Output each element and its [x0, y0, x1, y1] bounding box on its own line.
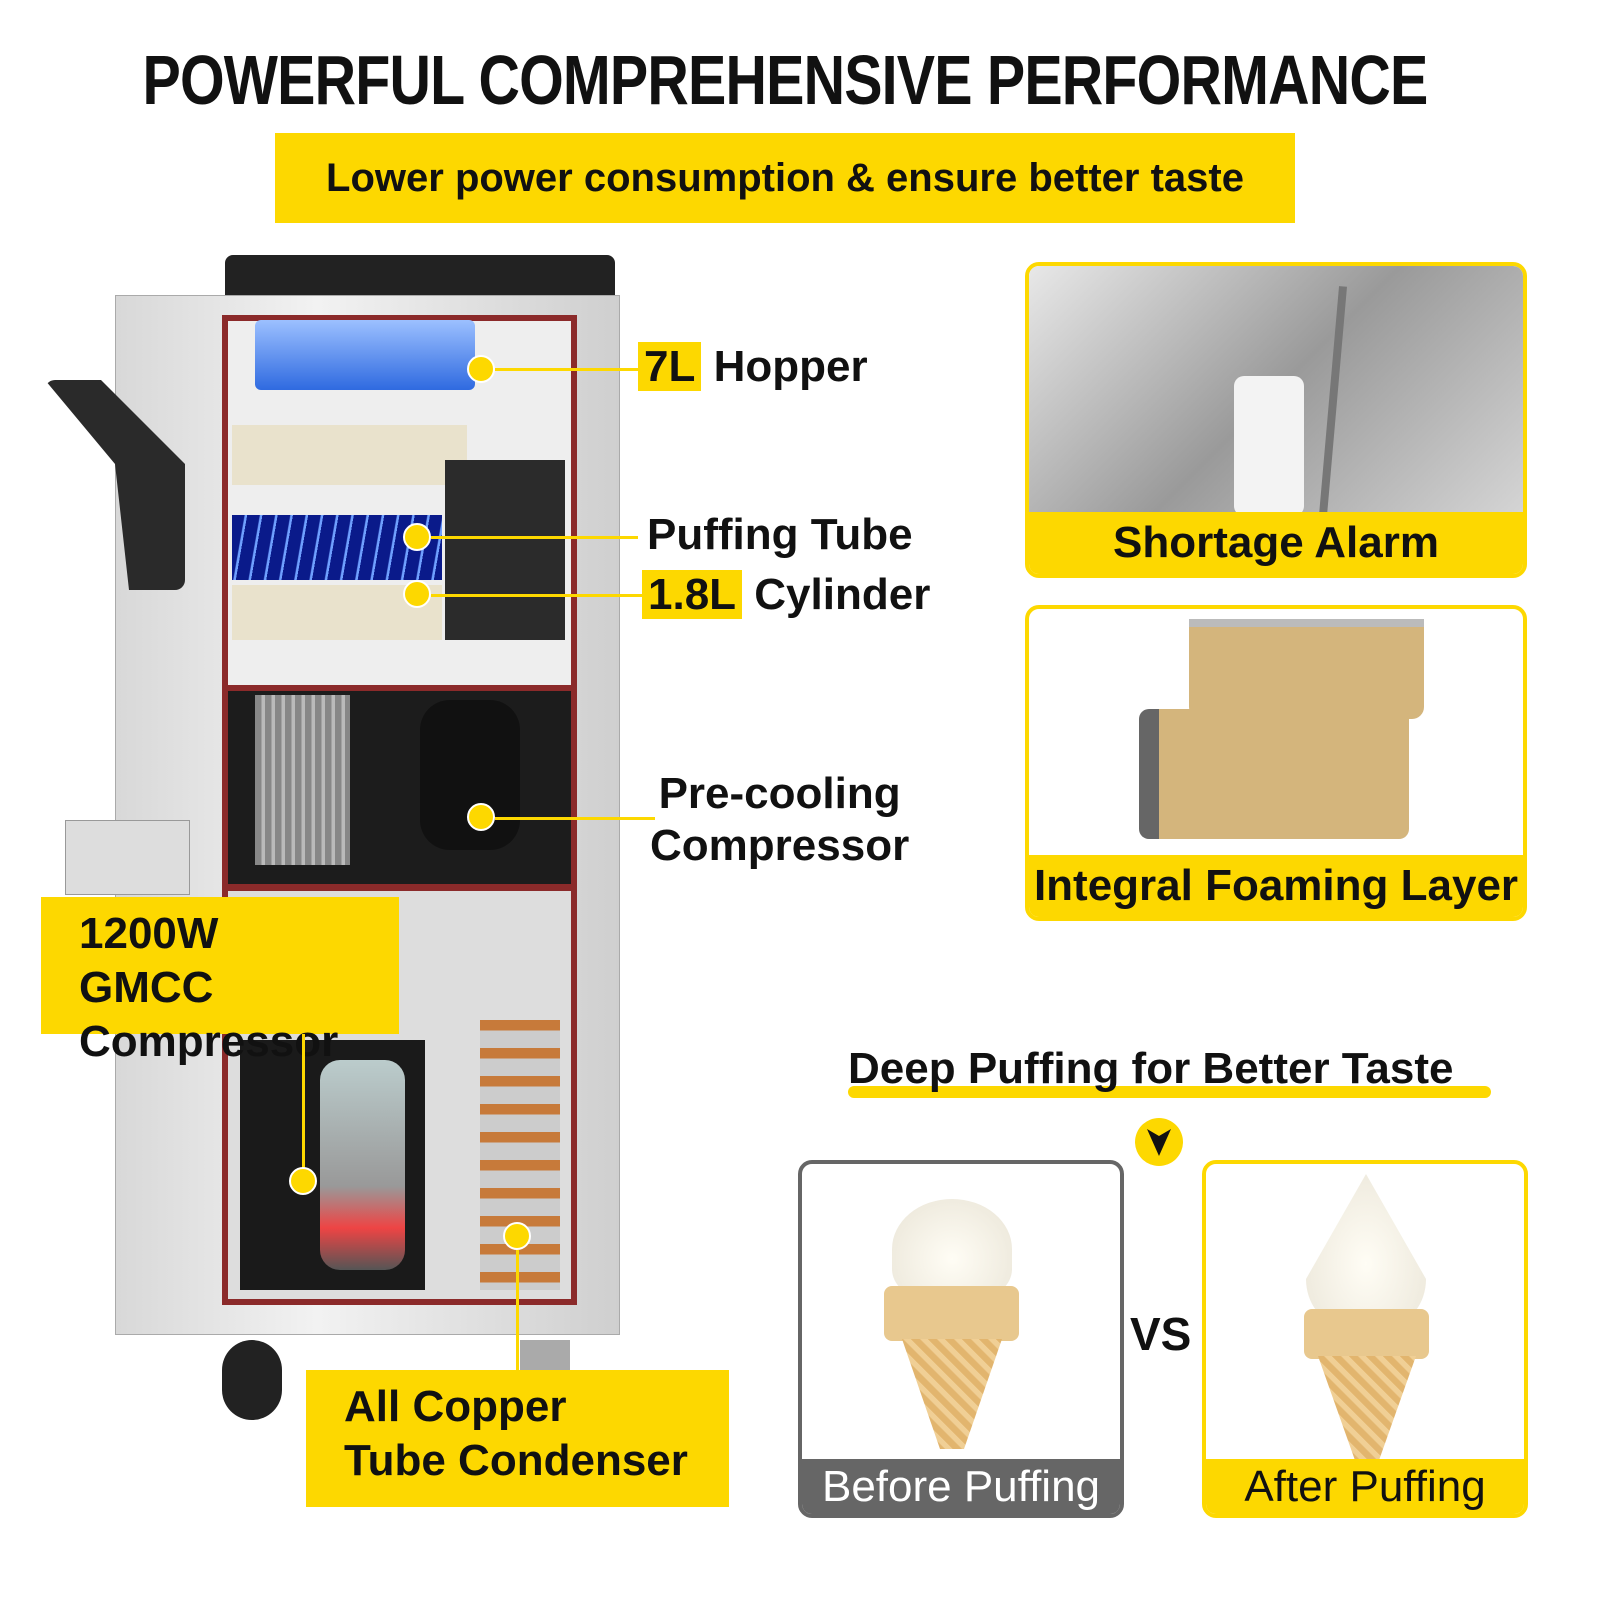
subtitle-banner: Lower power consumption & ensure better … [275, 133, 1295, 223]
before-puffing-card: Before Puffing [798, 1160, 1124, 1518]
soft-serve-before [892, 1199, 1012, 1299]
cylinder-callout: 1.8L Cylinder [642, 570, 930, 620]
feature-card-shortage-alarm: Shortage Alarm [1025, 262, 1527, 578]
cylinder-label: Cylinder [754, 570, 931, 619]
hopper-marker [467, 355, 495, 383]
hopper-callout: 7L Hopper [638, 342, 868, 392]
feature-card-foaming-layer: Integral Foaming Layer [1025, 605, 1527, 921]
after-puffing-card: After Puffing [1202, 1160, 1528, 1518]
feature-label: Shortage Alarm [1029, 512, 1523, 574]
precooling-line-2: Compressor [650, 821, 910, 870]
puffing-tube-marker [403, 523, 431, 551]
after-puffing-label: After Puffing [1206, 1459, 1524, 1514]
gmcc-line-2: Compressor [79, 1017, 339, 1066]
cylinder-marker [403, 580, 431, 608]
condenser-marker [503, 1222, 531, 1250]
chevron-down-icon [1135, 1118, 1183, 1166]
gmcc-marker [289, 1167, 317, 1195]
gmcc-line-1: 1200W GMCC [79, 909, 219, 1012]
hopper-label: Hopper [713, 342, 868, 391]
condenser-line-1: All Copper [344, 1382, 567, 1431]
feature-label: Integral Foaming Layer [1029, 855, 1523, 917]
page-title: POWERFUL COMPREHENSIVE PERFORMANCE [142, 41, 1429, 119]
foaming-layer-photo [1189, 619, 1424, 719]
machine-illustration [0, 0, 620, 1420]
cylinder-capacity: 1.8L [642, 570, 743, 619]
precooling-line-1: Pre-cooling [658, 769, 901, 818]
hopper-capacity: 7L [638, 342, 702, 391]
before-puffing-label: Before Puffing [802, 1459, 1120, 1514]
precooling-marker [467, 803, 495, 831]
comparison-heading: Deep Puffing for Better Taste [848, 1044, 1454, 1093]
puffing-tube-label: Puffing Tube [647, 510, 913, 559]
vs-label: VS [1130, 1308, 1192, 1360]
soft-serve-after [1306, 1174, 1426, 1324]
gmcc-callout-box: 1200W GMCC Compressor [41, 897, 399, 1066]
condenser-line-2: Tube Condenser [344, 1436, 688, 1485]
